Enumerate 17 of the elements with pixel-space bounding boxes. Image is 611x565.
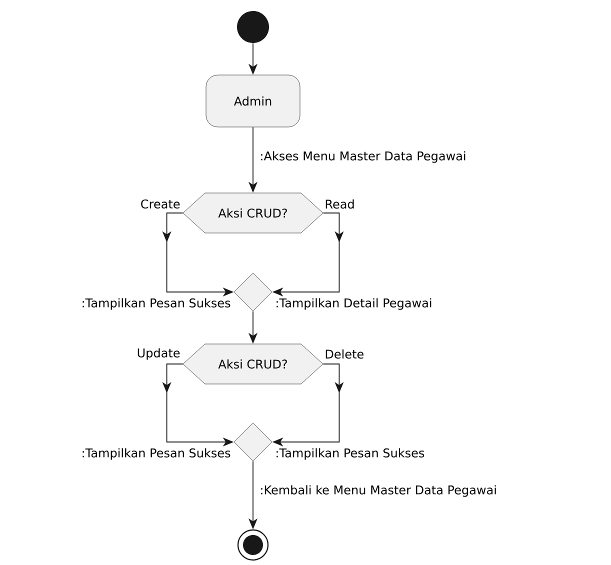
edge-label: :Kembali ke Menu Master Data Pegawai	[258, 484, 498, 498]
action-label: :Tampilkan Pesan Sukses	[82, 448, 230, 460]
edge-label: Update	[135, 346, 182, 362]
decision-hexagon: Aksi CRUD?	[182, 192, 324, 234]
action-label: :Tampilkan Pesan Sukses	[276, 448, 424, 460]
action-label: :Tampilkan Pesan Sukses	[82, 298, 230, 310]
edge-label: Create	[138, 198, 182, 210]
action-box: Admin	[206, 74, 300, 128]
action-label: :Tampilkan Detail Pegawai	[276, 298, 432, 310]
merge-diamond	[234, 272, 272, 312]
edge-label: Delete	[323, 348, 366, 360]
end-node	[237, 529, 269, 561]
decision-hexagon: Aksi CRUD?	[182, 344, 324, 384]
edge-label: :Akses Menu Master Data Pegawai	[258, 150, 468, 164]
merge-diamond	[234, 422, 272, 462]
start-node	[237, 11, 269, 43]
edge-label: Read	[323, 198, 356, 210]
